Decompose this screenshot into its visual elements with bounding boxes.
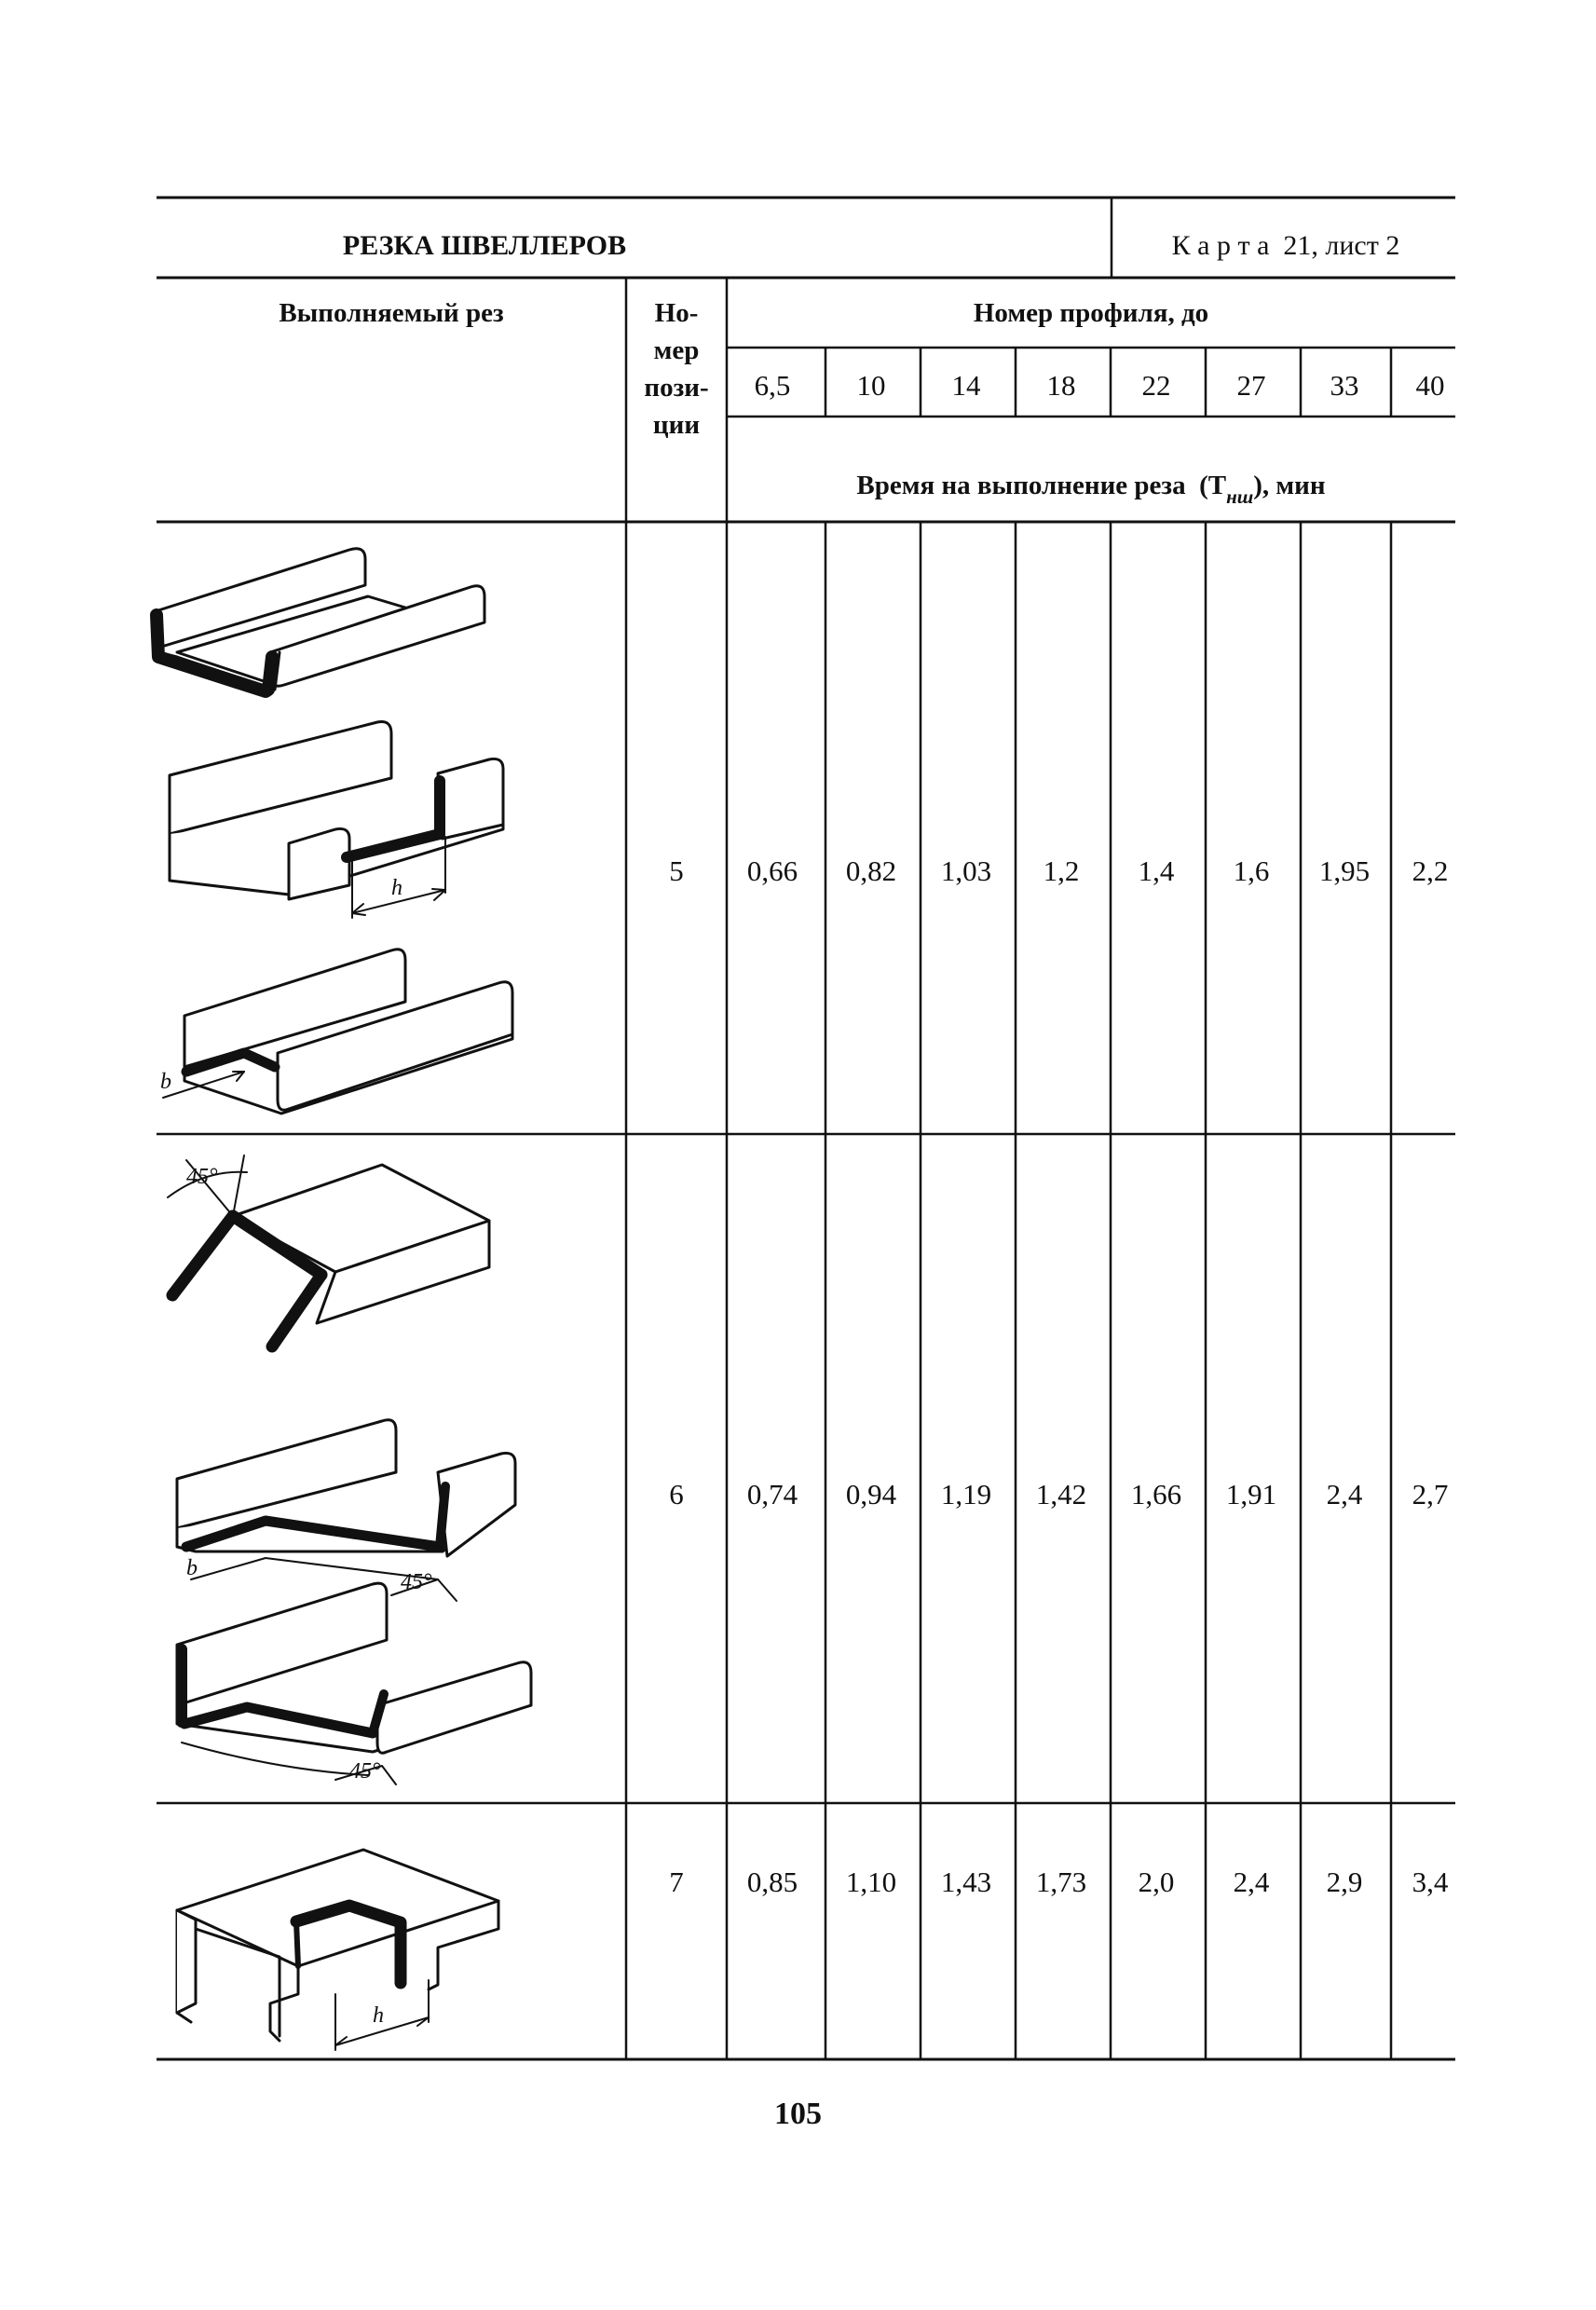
profile-header-cell: 6,5 xyxy=(755,369,791,402)
time-cell: 1,10 xyxy=(846,1866,896,1898)
dimension-b-label: b xyxy=(160,1070,171,1094)
table-grid xyxy=(157,196,1455,2061)
position-cell: 5 xyxy=(669,854,684,887)
time-cell: 1,2 xyxy=(1044,854,1080,887)
profile-header-cell: 27 xyxy=(1237,369,1266,402)
dimension-h-label: h xyxy=(391,876,402,900)
dimension-h-label: h xyxy=(373,2003,384,2028)
channel-cut-drawing-2: h xyxy=(168,720,505,919)
time-cell: 1,6 xyxy=(1234,854,1270,887)
channel-cut-drawing-1 xyxy=(150,547,486,698)
table-title: РЕЗКА ШВЕЛЛЕРОВ xyxy=(343,230,626,261)
time-cell: 1,95 xyxy=(1319,854,1370,887)
angle-label: 45° xyxy=(401,1570,432,1594)
dimension-b-label: b xyxy=(186,1556,198,1580)
time-cell: 0,74 xyxy=(747,1478,798,1510)
svg-text:ции: ции xyxy=(653,410,700,440)
column-position-label: Но- мер пози- ции xyxy=(644,298,708,440)
profile-header-cell: 10 xyxy=(857,369,886,402)
column-profile-label: Номер профиля, до xyxy=(974,298,1208,328)
time-cell: 1,66 xyxy=(1131,1478,1181,1510)
time-cell: 0,85 xyxy=(747,1866,798,1898)
svg-text:Но-: Но- xyxy=(655,298,699,328)
time-cell: 1,42 xyxy=(1036,1478,1086,1510)
time-cell: 1,4 xyxy=(1139,854,1175,887)
profile-header-row: 6,5 10 14 18 22 27 33 40 xyxy=(755,369,1445,402)
profile-header-cell: 14 xyxy=(952,369,982,402)
time-cell: 1,43 xyxy=(941,1866,991,1898)
time-cell: 2,0 xyxy=(1139,1866,1175,1898)
table-row: 7 0,85 1,10 1,43 1,73 2,0 2,4 2,9 3,4 xyxy=(669,1866,1449,1898)
time-cell: 1,19 xyxy=(941,1478,991,1510)
angle-label: 45° xyxy=(349,1759,381,1784)
time-cell: 2,9 xyxy=(1327,1866,1363,1898)
time-cell: 1,03 xyxy=(941,854,991,887)
table-row: 6 0,74 0,94 1,19 1,42 1,66 1,91 2,4 2,7 xyxy=(669,1478,1448,1510)
time-cell: 3,4 xyxy=(1412,1866,1449,1898)
time-cell: 0,94 xyxy=(846,1478,897,1510)
time-cell: 1,91 xyxy=(1226,1478,1276,1510)
channel-mitre-drawing-1: 45° xyxy=(166,1155,491,1353)
time-cell: 0,82 xyxy=(846,854,896,887)
page-number: 105 xyxy=(774,2097,822,2131)
profile-header-cell: 18 xyxy=(1047,369,1076,402)
svg-text:мер: мер xyxy=(654,335,700,365)
svg-text:пози-: пози- xyxy=(644,373,708,403)
time-cell: 0,66 xyxy=(747,854,798,887)
channel-notch-drawing: h xyxy=(175,1848,500,2051)
channel-mitre-drawing-2: b 45° xyxy=(175,1418,517,1602)
card-reference: К а р т а 21, лист 2 xyxy=(1172,230,1400,261)
profile-header-cell: 22 xyxy=(1142,369,1171,402)
time-cell: 1,73 xyxy=(1036,1866,1086,1898)
time-cell: 2,7 xyxy=(1412,1478,1449,1510)
position-cell: 7 xyxy=(669,1866,684,1898)
column-time-label: Время на выполнение реза (Tнш), мин xyxy=(856,471,1325,508)
time-cell: 2,4 xyxy=(1234,1866,1270,1898)
channel-mitre-drawing-3: 45° xyxy=(175,1581,533,1785)
profile-header-cell: 33 xyxy=(1330,369,1359,402)
time-cell: 2,2 xyxy=(1412,854,1449,887)
profile-header-cell: 40 xyxy=(1416,369,1445,402)
column-cut-label: Выполняемый рез xyxy=(279,298,503,328)
channel-cut-drawing-3: b xyxy=(160,948,514,1115)
table-row: 5 0,66 0,82 1,03 1,2 1,4 1,6 1,95 2,2 xyxy=(669,854,1448,887)
position-cell: 6 xyxy=(669,1478,684,1510)
time-cell: 2,4 xyxy=(1327,1478,1363,1510)
angle-label: 45° xyxy=(186,1165,218,1189)
